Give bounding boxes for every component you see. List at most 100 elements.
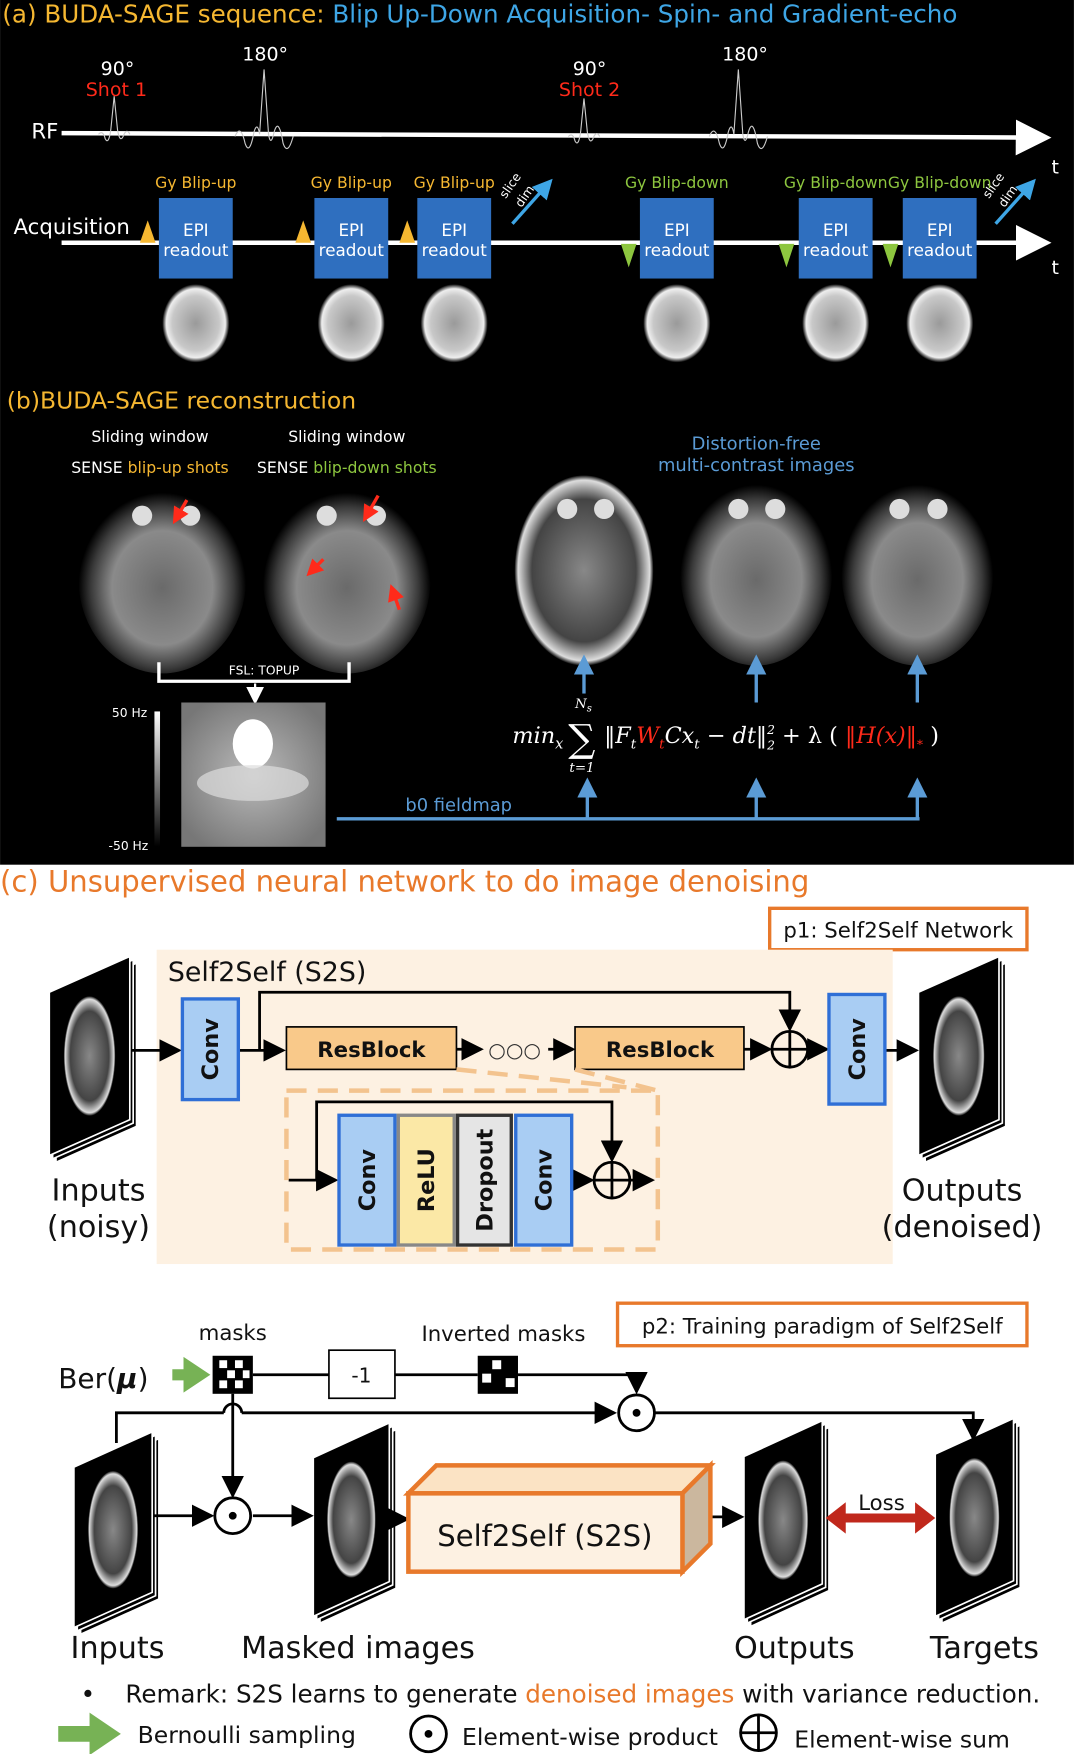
svg-text:‖FtWtCxt − dt‖22 + λ ( ‖H(x)‖*: ‖FtWtCxt − dt‖22 + λ ( ‖H(x)‖* ) bbox=[604, 723, 939, 753]
gradient-blip-label: Gy Blip-up bbox=[311, 173, 392, 192]
colorbar bbox=[154, 711, 161, 847]
conv-layer-label: Conv bbox=[532, 1149, 558, 1212]
sliding-window-label: Sliding window bbox=[91, 427, 208, 446]
svg-text:∑: ∑ bbox=[568, 717, 595, 761]
bernoulli-label: Ber(μ) bbox=[58, 1362, 148, 1395]
blip-up-triangle-icon bbox=[295, 220, 312, 243]
inverted-masks-label: Inverted masks bbox=[421, 1322, 585, 1347]
outputs-label: Outputs bbox=[734, 1631, 855, 1666]
blip-up-triangle-icon bbox=[399, 220, 416, 243]
conv-layer: Conv bbox=[827, 992, 887, 1106]
minus-one-label: -1 bbox=[351, 1364, 371, 1388]
masked-image-stack bbox=[312, 1421, 397, 1625]
gradient-blip-label: Gy Blip-down bbox=[784, 173, 888, 192]
blip-down-triangle-icon bbox=[620, 243, 637, 268]
readout-label: readout bbox=[907, 240, 973, 260]
t-axis-label: t bbox=[1052, 257, 1059, 279]
topup-bracket bbox=[157, 662, 351, 683]
epi-label: EPI bbox=[927, 220, 953, 240]
red-arrow-icon bbox=[172, 499, 189, 525]
blip-down-triangle-icon bbox=[882, 243, 899, 268]
resblock-1 bbox=[285, 1026, 458, 1071]
conv-layer-label: Conv bbox=[198, 1018, 224, 1081]
odot-icon bbox=[213, 1496, 253, 1536]
distortion-free-image bbox=[514, 475, 654, 666]
inputs-label: Inputs bbox=[71, 1631, 165, 1666]
resblock-2 bbox=[574, 1026, 745, 1071]
svg-text:minx: minx bbox=[512, 723, 563, 753]
brain-image bbox=[906, 284, 974, 363]
oplus-icon bbox=[770, 1029, 810, 1069]
relu-layer-label: ReLU bbox=[414, 1148, 440, 1212]
distortion-free-label: Distortion-free bbox=[692, 434, 821, 455]
s2s-box-label: Self2Self (S2S) bbox=[437, 1519, 652, 1553]
topup-label: FSL: TOPUP bbox=[229, 664, 300, 678]
target-image-stack bbox=[934, 1417, 1022, 1625]
sliding-window-label: Sliding window bbox=[288, 427, 405, 446]
dropout-layer: Dropout bbox=[455, 1113, 513, 1247]
readout-label: readout bbox=[163, 240, 229, 260]
sense-blip-up-label: SENSE blip-up shots bbox=[71, 458, 228, 477]
panel-b-title: (b)BUDA-SAGE reconstruction bbox=[7, 386, 356, 414]
rf-timeline: RF t 90° Shot 1 180° 90° Shot 2 180° bbox=[31, 43, 1059, 178]
gradient-blip-label: Gy Blip-up bbox=[155, 173, 236, 192]
brain-image bbox=[643, 284, 711, 363]
b0-fieldmap-label: b0 fieldmap bbox=[405, 795, 512, 816]
shot-label: Shot 2 bbox=[559, 79, 620, 101]
pulse-angle: 90° bbox=[101, 58, 135, 80]
shot-label: Shot 1 bbox=[86, 79, 147, 101]
p2-label-box bbox=[615, 1301, 1029, 1348]
remark-text: Remark: S2S learns to generate denoised … bbox=[125, 1680, 1040, 1709]
rf-label: RF bbox=[31, 120, 58, 145]
inputs-label: Inputs bbox=[52, 1173, 146, 1208]
legend-bernoulli-label: Bernoulli sampling bbox=[138, 1721, 356, 1749]
epi-label: EPI bbox=[183, 220, 209, 240]
bernoulli-arrow-icon bbox=[172, 1356, 211, 1393]
p2-label: p2: Training paradigm of Self2Self bbox=[642, 1314, 1003, 1339]
sense-blip-down-label: SENSE blip-down shots bbox=[257, 458, 437, 477]
targets-label: Targets bbox=[929, 1631, 1039, 1666]
p1-label-box bbox=[767, 906, 1029, 952]
red-arrow-icon bbox=[388, 584, 404, 611]
rf-pulse-90-shot1 bbox=[98, 96, 131, 142]
blip-down-sense-image bbox=[262, 483, 431, 674]
training-arrows bbox=[114, 1371, 985, 1531]
blip-down-triangle-icon bbox=[778, 243, 795, 268]
readout-label: readout bbox=[644, 240, 710, 260]
input-image-stack bbox=[73, 1430, 160, 1636]
bullet: • bbox=[81, 1680, 96, 1709]
network-arrows bbox=[132, 990, 920, 1192]
denoised-label: (denoised) bbox=[882, 1210, 1043, 1245]
odot-icon bbox=[617, 1393, 656, 1433]
panel-c-title: (c) Unsupervised neural network to do im… bbox=[0, 865, 809, 899]
conv-layer: Conv bbox=[337, 1113, 397, 1247]
t-axis-label: t bbox=[1052, 156, 1059, 178]
relu-layer: ReLU bbox=[396, 1113, 456, 1247]
conv-layer-label: Conv bbox=[355, 1149, 381, 1212]
legend-odot-icon bbox=[409, 1714, 448, 1754]
rf-pulse-90-shot2 bbox=[567, 98, 601, 144]
brain-image bbox=[162, 284, 230, 363]
red-arrow-icon bbox=[306, 558, 325, 577]
loss-label: Loss bbox=[858, 1491, 905, 1516]
s2s-title: Self2Self (S2S) bbox=[168, 957, 367, 988]
output-image-stack bbox=[917, 955, 1007, 1164]
zoom-lines bbox=[456, 1067, 659, 1093]
brain-image bbox=[420, 284, 488, 363]
blip-up-triangle-icon bbox=[139, 220, 156, 243]
dark-panel-background bbox=[0, 0, 1074, 865]
readout-label: readout bbox=[319, 240, 385, 260]
legend-oplus-icon bbox=[739, 1713, 778, 1753]
epi-label: EPI bbox=[441, 220, 467, 240]
gradient-blip-label: Gy Blip-down bbox=[888, 173, 992, 192]
readout-label: readout bbox=[803, 240, 869, 260]
dropout-layer-label: Dropout bbox=[472, 1128, 498, 1231]
output-image-stack bbox=[743, 1419, 830, 1628]
mask-icon bbox=[212, 1355, 253, 1394]
